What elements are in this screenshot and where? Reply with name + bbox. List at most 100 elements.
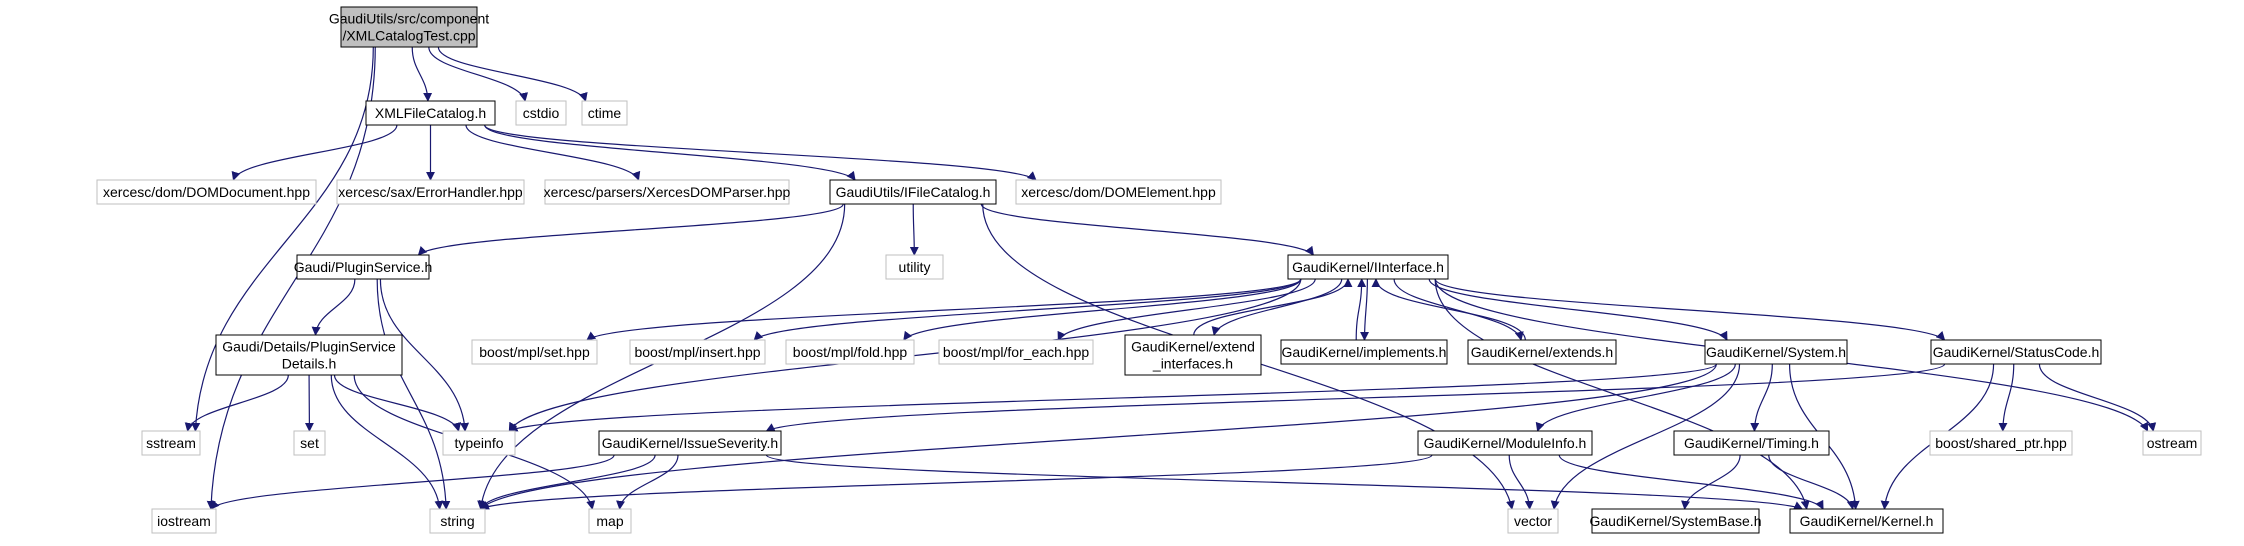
node-mplfold: boost/mpl/fold.hpp	[786, 340, 914, 364]
node-statuscode[interactable]: GaudiKernel/StatusCode.h	[1931, 340, 2101, 364]
node-utility: utility	[886, 255, 943, 279]
edge-iinterface-to-statuscode	[1435, 279, 1944, 340]
node-string: string	[430, 509, 485, 533]
edge-pluginservice-to-pluginservicedetails	[315, 279, 354, 335]
node-systembase[interactable]: GaudiKernel/SystemBase.h	[1590, 509, 1762, 533]
edge-ifilecatalog-to-pluginservice	[418, 204, 843, 255]
node-mplinsert: boost/mpl/insert.hpp	[630, 340, 765, 364]
node-label-systembase: GaudiKernel/SystemBase.h	[1590, 513, 1762, 529]
edge-issueseverity-to-string	[481, 455, 656, 509]
node-typeinfo: typeinfo	[443, 431, 515, 455]
edge-extendinterfaces-to-iinterface	[1194, 279, 1348, 335]
node-label-string: string	[440, 513, 474, 529]
node-label-xmlfilecatalog: XMLFileCatalog.h	[375, 105, 486, 121]
node-label-ifilecatalog: GaudiUtils/IFileCatalog.h	[836, 184, 991, 200]
node-label-extendinterfaces-line-2: _interfaces.h	[1152, 356, 1233, 372]
node-mplforeach: boost/mpl/for_each.hpp	[939, 340, 1093, 364]
node-label-issueseverity: GaudiKernel/IssueSeverity.h	[602, 435, 778, 451]
node-label-cstdio: cstdio	[523, 105, 560, 121]
edge-iinterface-to-mplinsert	[754, 279, 1301, 340]
edge-system-to-timing	[1754, 364, 1772, 431]
edge-ifilecatalog-to-iinterface	[981, 204, 1313, 255]
node-cstdio: cstdio	[516, 101, 566, 125]
node-label-implements: GaudiKernel/implements.h	[1282, 344, 1447, 360]
edge-statuscode-to-issueseverity	[766, 364, 1944, 431]
node-xercesdomparser: xercesc/parsers/XercesDOMParser.hpp	[544, 180, 791, 204]
node-label-timing: GaudiKernel/Timing.h	[1684, 435, 1819, 451]
edge-xmlfilecatalog-to-domdocument	[233, 125, 397, 180]
node-label-mplinsert: boost/mpl/insert.hpp	[634, 344, 760, 360]
edge-moduleinfo-to-kernel	[1559, 455, 1823, 509]
node-domdocument: xercesc/dom/DOMDocument.hpp	[97, 180, 316, 204]
node-label-ostream: ostream	[2147, 435, 2198, 451]
edge-iinterface-to-implements	[1364, 279, 1367, 340]
node-ifilecatalog[interactable]: GaudiUtils/IFileCatalog.h	[830, 180, 996, 204]
edge-xmlfilecatalog-to-ifilecatalog	[485, 125, 855, 180]
node-label-domdocument: xercesc/dom/DOMDocument.hpp	[103, 184, 310, 200]
edge-moduleinfo-to-vector	[1509, 455, 1529, 509]
node-label-utility: utility	[899, 259, 931, 275]
edge-issueseverity-to-kernel	[766, 455, 1802, 509]
node-label-moduleinfo: GaudiKernel/ModuleInfo.h	[1424, 435, 1587, 451]
node-system[interactable]: GaudiKernel/System.h	[1705, 340, 1847, 364]
node-ctime: ctime	[582, 101, 627, 125]
node-errorhandler: xercesc/sax/ErrorHandler.hpp	[337, 180, 524, 204]
node-label-set: set	[300, 435, 319, 451]
edge-pluginservice-to-string	[377, 279, 446, 509]
edge-root-to-ctime	[438, 47, 585, 101]
node-label-sharedptr: boost/shared_ptr.hpp	[1935, 435, 2067, 451]
node-label-pluginservice: Gaudi/PluginService.h	[294, 259, 433, 275]
node-extendinterfaces[interactable]: GaudiKernel/extend_interfaces.h	[1125, 335, 1261, 375]
edge-implements-to-iinterface	[1356, 279, 1361, 340]
node-set: set	[294, 431, 325, 455]
node-extends[interactable]: GaudiKernel/extends.h	[1468, 340, 1616, 364]
node-label-ctime: ctime	[588, 105, 622, 121]
edge-statuscode-to-sharedptr	[2003, 364, 2014, 431]
node-map: map	[589, 509, 631, 533]
node-label-domelement: xercesc/dom/DOMElement.hpp	[1021, 184, 1216, 200]
node-xmlfilecatalog[interactable]: XMLFileCatalog.h	[366, 101, 495, 125]
node-label-vector: vector	[1514, 513, 1552, 529]
node-label-statuscode: GaudiKernel/StatusCode.h	[1933, 344, 2100, 360]
node-label-sstream: sstream	[146, 435, 196, 451]
edge-xmlfilecatalog-to-xercesdomparser	[466, 125, 639, 180]
node-domelement: xercesc/dom/DOMElement.hpp	[1016, 180, 1221, 204]
node-pluginservice[interactable]: Gaudi/PluginService.h	[294, 255, 433, 279]
edge-pluginservicedetails-to-typeinfo	[335, 375, 459, 431]
node-label-root-line-2: /XMLCatalogTest.cpp	[342, 28, 475, 44]
edge-ifilecatalog-to-utility	[913, 204, 914, 255]
node-issueseverity[interactable]: GaudiKernel/IssueSeverity.h	[599, 431, 781, 455]
edge-timing-to-kernel	[1769, 455, 1853, 509]
edge-root-to-xmlfilecatalog	[412, 47, 428, 101]
node-iinterface[interactable]: GaudiKernel/IInterface.h	[1288, 255, 1448, 279]
node-label-errorhandler: xercesc/sax/ErrorHandler.hpp	[338, 184, 523, 200]
node-label-map: map	[596, 513, 623, 529]
nodes-layer: GaudiUtils/src/component/XMLCatalogTest.…	[97, 7, 2201, 533]
node-implements[interactable]: GaudiKernel/implements.h	[1281, 340, 1447, 364]
node-label-extendinterfaces-line-1: GaudiKernel/extend	[1131, 339, 1255, 355]
node-label-kernel: GaudiKernel/Kernel.h	[1800, 513, 1934, 529]
node-label-xercesdomparser: xercesc/parsers/XercesDOMParser.hpp	[544, 184, 791, 200]
node-label-mplfold: boost/mpl/fold.hpp	[793, 344, 908, 360]
node-label-mplset: boost/mpl/set.hpp	[479, 344, 590, 360]
node-kernel[interactable]: GaudiKernel/Kernel.h	[1790, 509, 1943, 533]
node-iostream: iostream	[152, 509, 216, 533]
node-label-iinterface: GaudiKernel/IInterface.h	[1292, 259, 1444, 275]
edge-timing-to-systembase	[1685, 455, 1740, 509]
node-timing[interactable]: GaudiKernel/Timing.h	[1674, 431, 1829, 455]
node-moduleinfo[interactable]: GaudiKernel/ModuleInfo.h	[1418, 431, 1592, 455]
node-label-mplforeach: boost/mpl/for_each.hpp	[943, 344, 1090, 360]
node-mplset: boost/mpl/set.hpp	[472, 340, 597, 364]
edge-system-to-typeinfo	[509, 364, 1716, 431]
node-ostream: ostream	[2143, 431, 2201, 455]
edge-pluginservicedetails-to-string	[331, 375, 439, 509]
node-label-pluginservicedetails-line-2: Details.h	[282, 356, 336, 372]
node-label-pluginservicedetails-line-1: Gaudi/Details/PluginService	[222, 339, 396, 355]
node-label-typeinfo: typeinfo	[454, 435, 503, 451]
node-label-system: GaudiKernel/System.h	[1706, 344, 1846, 360]
node-root[interactable]: GaudiUtils/src/component/XMLCatalogTest.…	[329, 7, 489, 47]
node-label-iostream: iostream	[157, 513, 211, 529]
